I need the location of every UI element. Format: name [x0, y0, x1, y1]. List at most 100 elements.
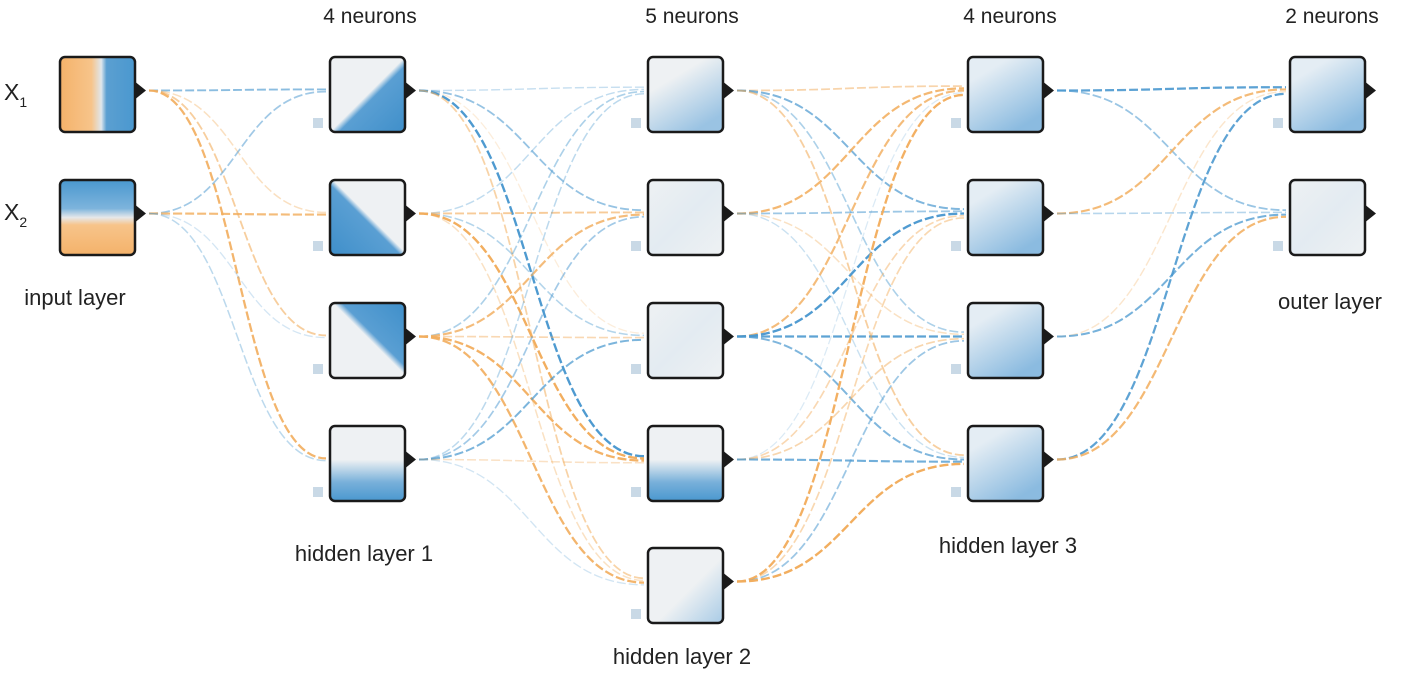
- heading-hidden-layer-3: 4 neurons: [963, 5, 1056, 28]
- connection-hidden1-4-to-hidden2-5: [418, 458, 645, 586]
- heading-hidden-layer-2: 5 neurons: [645, 5, 738, 28]
- connection-hidden1-2-to-hidden2-2: [418, 211, 645, 215]
- connection-hidden1-1-to-hidden2-4: [418, 89, 645, 458]
- output-arrow-icon-hidden1-2: [406, 205, 416, 222]
- connection-hidden2-5-to-hidden3-2: [736, 217, 965, 583]
- connection-hidden1-4-to-hidden2-4: [418, 458, 645, 464]
- connection-hidden1-2-to-hidden2-1: [418, 88, 645, 215]
- bias-marker-hidden2-3: [631, 364, 641, 374]
- connection-hidden2-5-to-hidden3-4: [736, 462, 965, 583]
- caption-hidden-layer-1: hidden layer 1: [295, 541, 433, 566]
- bias-marker-hidden1-4: [313, 487, 323, 497]
- connection-hidden3-2-to-output-1: [1056, 88, 1287, 215]
- connection-hidden3-2-to-output-2: [1056, 211, 1287, 215]
- connection-hidden2-3-to-hidden3-2: [736, 212, 965, 338]
- input-label-x1: X1: [4, 79, 27, 110]
- neuron-hidden2-5[interactable]: [631, 546, 734, 625]
- connection-hidden1-3-to-hidden2-5: [418, 335, 645, 584]
- connection-input-2-to-hidden1-3: [148, 212, 327, 339]
- caption-hidden-layer-2: hidden layer 2: [613, 644, 751, 669]
- neuron-box-hidden3-1: [966, 55, 1045, 134]
- neuron-box-hidden1-1: [328, 55, 407, 134]
- neuron-box-hidden1-2: [328, 178, 407, 257]
- output-arrow-icon-hidden1-1: [406, 82, 416, 99]
- neuron-hidden3-1[interactable]: [951, 55, 1054, 134]
- bias-marker-hidden2-1: [631, 118, 641, 128]
- neuron-box-hidden1-4: [328, 424, 407, 503]
- connection-hidden1-4-to-hidden2-2: [418, 215, 645, 461]
- neuron-box-input-2: [58, 178, 137, 257]
- neuron-box-hidden3-3: [966, 301, 1045, 380]
- bias-marker-hidden1-3: [313, 364, 323, 374]
- heading-output-layer: 2 neurons: [1285, 5, 1378, 28]
- bias-marker-hidden2-4: [631, 487, 641, 497]
- connection-hidden2-5-to-hidden3-3: [736, 340, 965, 583]
- connection-hidden1-1-to-hidden2-2: [418, 89, 645, 212]
- neuron-hidden2-4[interactable]: [631, 424, 734, 503]
- neuron-box-output-2: [1288, 178, 1367, 257]
- connection-hidden1-1-to-hidden2-3: [418, 89, 645, 334]
- caption-input-layer: input layer: [24, 285, 126, 310]
- neuron-box-hidden3-2: [966, 178, 1045, 257]
- connection-hidden1-4-to-hidden2-3: [418, 338, 645, 461]
- neuron-input-2[interactable]: [58, 178, 146, 257]
- connection-hidden2-1-to-hidden3-1: [736, 85, 965, 92]
- neuron-box-hidden2-3: [646, 301, 725, 380]
- output-arrow-icon-hidden1-3: [406, 328, 416, 345]
- heading-hidden-layer-1: 4 neurons: [323, 5, 416, 28]
- connection-hidden2-3-to-hidden3-1: [736, 89, 965, 338]
- neuron-hidden3-4[interactable]: [951, 424, 1054, 503]
- output-arrow-icon-hidden2-5: [724, 573, 734, 590]
- connection-hidden2-2-to-hidden3-1: [736, 87, 965, 215]
- neuron-hidden2-3[interactable]: [631, 301, 734, 380]
- neuron-hidden3-2[interactable]: [951, 178, 1054, 257]
- connection-hidden1-3-to-hidden2-1: [418, 90, 645, 338]
- connection-hidden1-2-to-hidden2-4: [418, 212, 645, 460]
- output-arrow-icon-hidden2-1: [724, 82, 734, 99]
- connection-hidden2-2-to-hidden3-2: [736, 210, 965, 215]
- input-label-x2: X2: [4, 199, 27, 230]
- output-arrow-icon-hidden3-2: [1044, 205, 1054, 222]
- output-arrow-icon-hidden3-1: [1044, 82, 1054, 99]
- connection-input-2-to-hidden1-4: [148, 212, 327, 462]
- neuron-hidden1-2[interactable]: [313, 178, 416, 257]
- output-arrow-icon-hidden3-3: [1044, 328, 1054, 345]
- neuron-box-hidden2-4: [646, 424, 725, 503]
- connection-input-1-to-hidden1-4: [148, 89, 327, 460]
- output-arrow-icon-hidden3-4: [1044, 451, 1054, 468]
- output-arrow-icon-hidden2-4: [724, 451, 734, 468]
- output-arrow-icon-input-2: [136, 205, 146, 222]
- bias-marker-hidden3-3: [951, 364, 961, 374]
- bias-marker-hidden2-5: [631, 609, 641, 619]
- neuron-output-1[interactable]: [1273, 55, 1376, 134]
- neuron-hidden2-1[interactable]: [631, 55, 734, 134]
- output-arrow-icon-hidden2-3: [724, 328, 734, 345]
- bias-marker-hidden3-2: [951, 241, 961, 251]
- neuron-input-1[interactable]: [58, 55, 146, 134]
- bias-marker-hidden3-4: [951, 487, 961, 497]
- neuron-hidden1-3[interactable]: [313, 301, 416, 380]
- neuron-hidden3-3[interactable]: [951, 301, 1054, 380]
- bias-marker-hidden1-1: [313, 118, 323, 128]
- neuron-hidden1-4[interactable]: [313, 424, 416, 503]
- output-arrow-icon-input-1: [136, 82, 146, 99]
- output-arrow-icon-output-2: [1366, 205, 1376, 222]
- neuron-box-hidden1-3: [328, 301, 407, 380]
- bias-marker-output-1: [1273, 118, 1283, 128]
- bias-marker-output-2: [1273, 241, 1283, 251]
- output-arrow-icon-output-1: [1366, 82, 1376, 99]
- connection-input-1-to-hidden1-1: [148, 88, 327, 92]
- caption-output-layer: outer layer: [1278, 289, 1382, 314]
- connection-hidden2-1-to-hidden3-3: [736, 89, 965, 333]
- bias-marker-hidden1-2: [313, 241, 323, 251]
- output-arrow-icon-hidden2-2: [724, 205, 734, 222]
- connection-hidden3-4-to-output-2: [1056, 215, 1287, 461]
- neuron-output-2[interactable]: [1273, 178, 1376, 257]
- neuron-hidden1-1[interactable]: [313, 55, 416, 134]
- neuron-hidden2-2[interactable]: [631, 178, 734, 257]
- neuron-box-hidden3-4: [966, 424, 1045, 503]
- connection-lines: [148, 85, 1287, 586]
- connection-input-1-to-hidden1-3: [148, 89, 327, 337]
- connection-hidden2-5-to-hidden3-1: [736, 93, 965, 583]
- bias-marker-hidden3-1: [951, 118, 961, 128]
